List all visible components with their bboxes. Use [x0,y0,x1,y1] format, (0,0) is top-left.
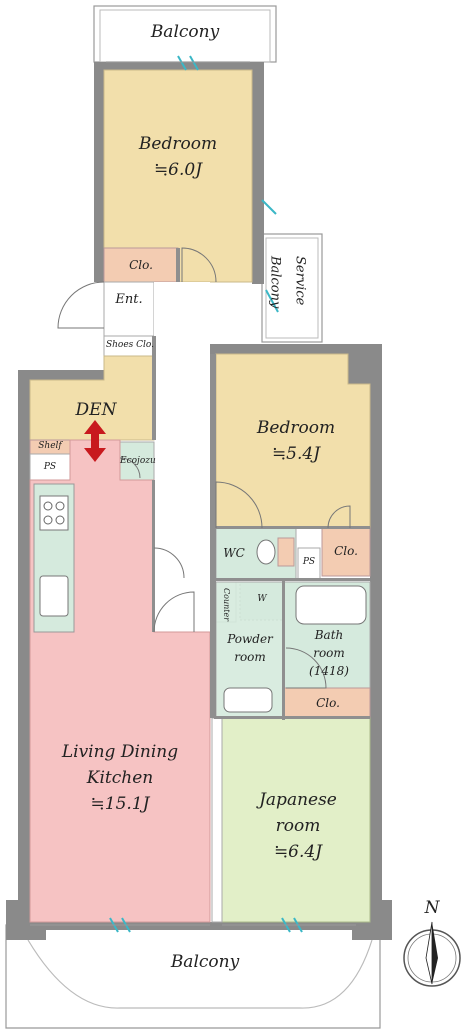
den-arrow [84,420,106,462]
bedroom-1-label: Bedroom [138,134,218,154]
japanese-room-size: ≒6.4J [273,842,323,862]
interior-walls [152,248,370,720]
wc-label: WC [223,546,245,560]
bedroom-2 [215,353,371,529]
japanese-room-label-2: room [275,816,321,836]
compass-icon [403,921,461,987]
balcony-top-label: Balcony [150,22,220,42]
den-label: DEN [75,400,117,420]
balcony-bottom [5,924,381,1029]
doors [57,247,351,689]
entrance-label: Ent. [115,292,143,307]
japanese-room [221,717,371,923]
ldk-label-1: Living Dining [61,742,179,762]
washer-label: W [257,594,267,604]
service-balcony-label-2: Balcony [267,256,283,309]
compass-north-label: N [424,898,440,918]
bath-room-label-1: Bath [314,628,344,642]
bath-room-label-3: (1418) [309,664,349,678]
closet-2-label: Clo. [334,544,358,558]
ps-1-label: PS [43,462,57,472]
ldk-label-2: Kitchen [86,768,154,788]
bedroom-2-label: Bedroom [256,418,336,438]
bedroom-2-size: ≒5.4J [271,444,321,464]
service-balcony-label-1: Service [292,256,308,306]
windows [109,55,303,933]
closet-3 [283,687,371,719]
bath-room-label-2: room [313,646,345,660]
ecojozu-label: Ecojozu [120,456,156,466]
counter-label: Counter [222,588,231,622]
closet-2 [321,527,371,577]
bedroom-1-size: ≒6.0J [153,160,203,180]
entrance [103,281,155,337]
closet-3-label: Clo. [316,696,340,710]
ldk-size: ≒15.1J [90,794,150,814]
closet-1-label: Clo. [129,258,153,272]
bedroom-1 [103,69,253,283]
ps-2-label: PS [302,557,316,567]
powder-room-label-2: room [234,650,266,664]
japanese-room-label-1: Japanese [259,790,337,810]
shoes-closet-label: Shoes Clo. [105,340,155,350]
balcony-top [93,5,277,63]
powder-room-label-1: Powder [227,632,273,646]
shelf-label: Shelf [38,441,62,451]
service-balcony [261,233,323,343]
corridor [154,282,210,622]
balcony-bottom-label: Balcony [170,952,240,972]
